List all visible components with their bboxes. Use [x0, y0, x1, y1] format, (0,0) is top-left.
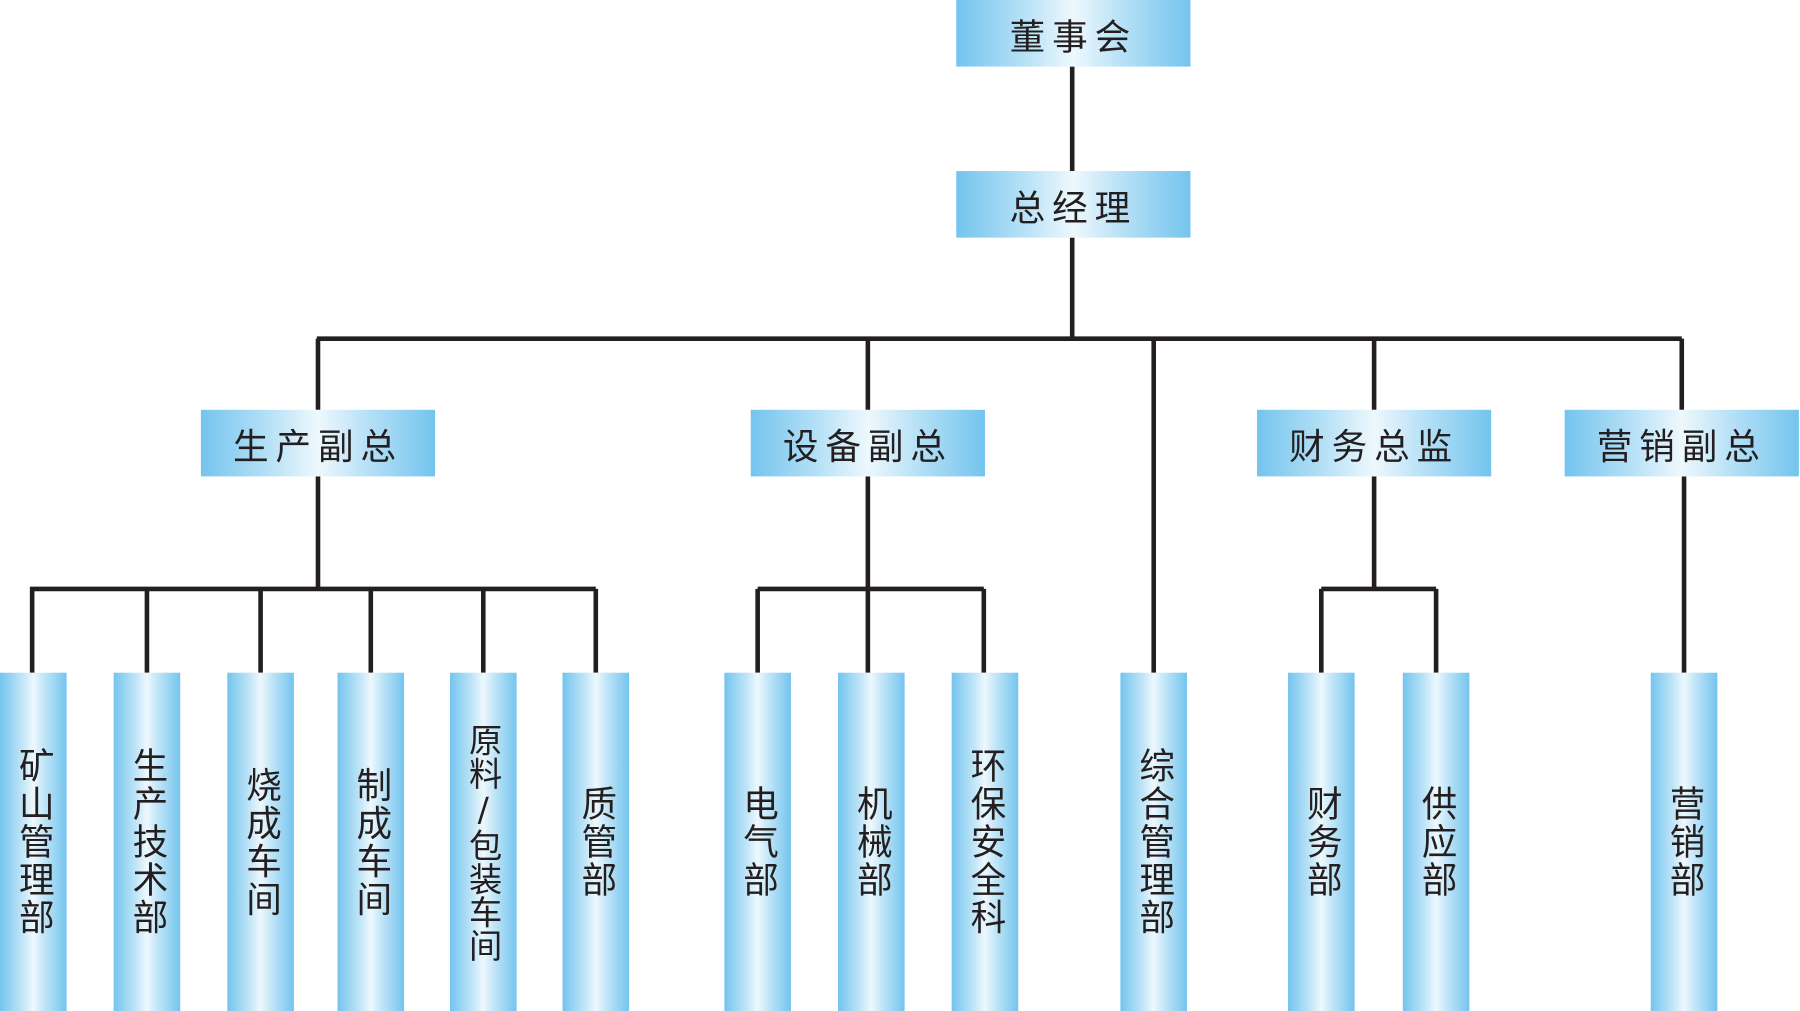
node-dept: 原料/包装车间: [450, 672, 517, 1011]
node-dept: 烧成车间: [227, 672, 294, 1011]
node-vp-production: 生产副总: [200, 409, 436, 477]
node-cfo: 财务总监: [1257, 409, 1492, 477]
node-dept: 环保安全科: [951, 672, 1019, 1011]
node-dept: 矿山管理部: [0, 672, 67, 1011]
node-board: 董事会: [956, 0, 1191, 67]
node-vp-marketing: 营销副总: [1564, 409, 1799, 477]
node-dept: 电气部: [724, 672, 791, 1011]
node-dept: 综合管理部: [1120, 672, 1187, 1011]
node-vp-equipment: 设备副总: [750, 409, 985, 477]
node-dept: 生产技术部: [113, 672, 181, 1011]
node-dept: 财务部: [1288, 672, 1355, 1011]
node-dept: 制成车间: [337, 672, 405, 1011]
node-dept: 机械部: [838, 672, 905, 1011]
node-dept: 供应部: [1402, 672, 1470, 1011]
node-general-manager: 总经理: [956, 171, 1191, 238]
node-dept: 营销部: [1650, 672, 1718, 1011]
node-dept: 质管部: [562, 672, 630, 1011]
